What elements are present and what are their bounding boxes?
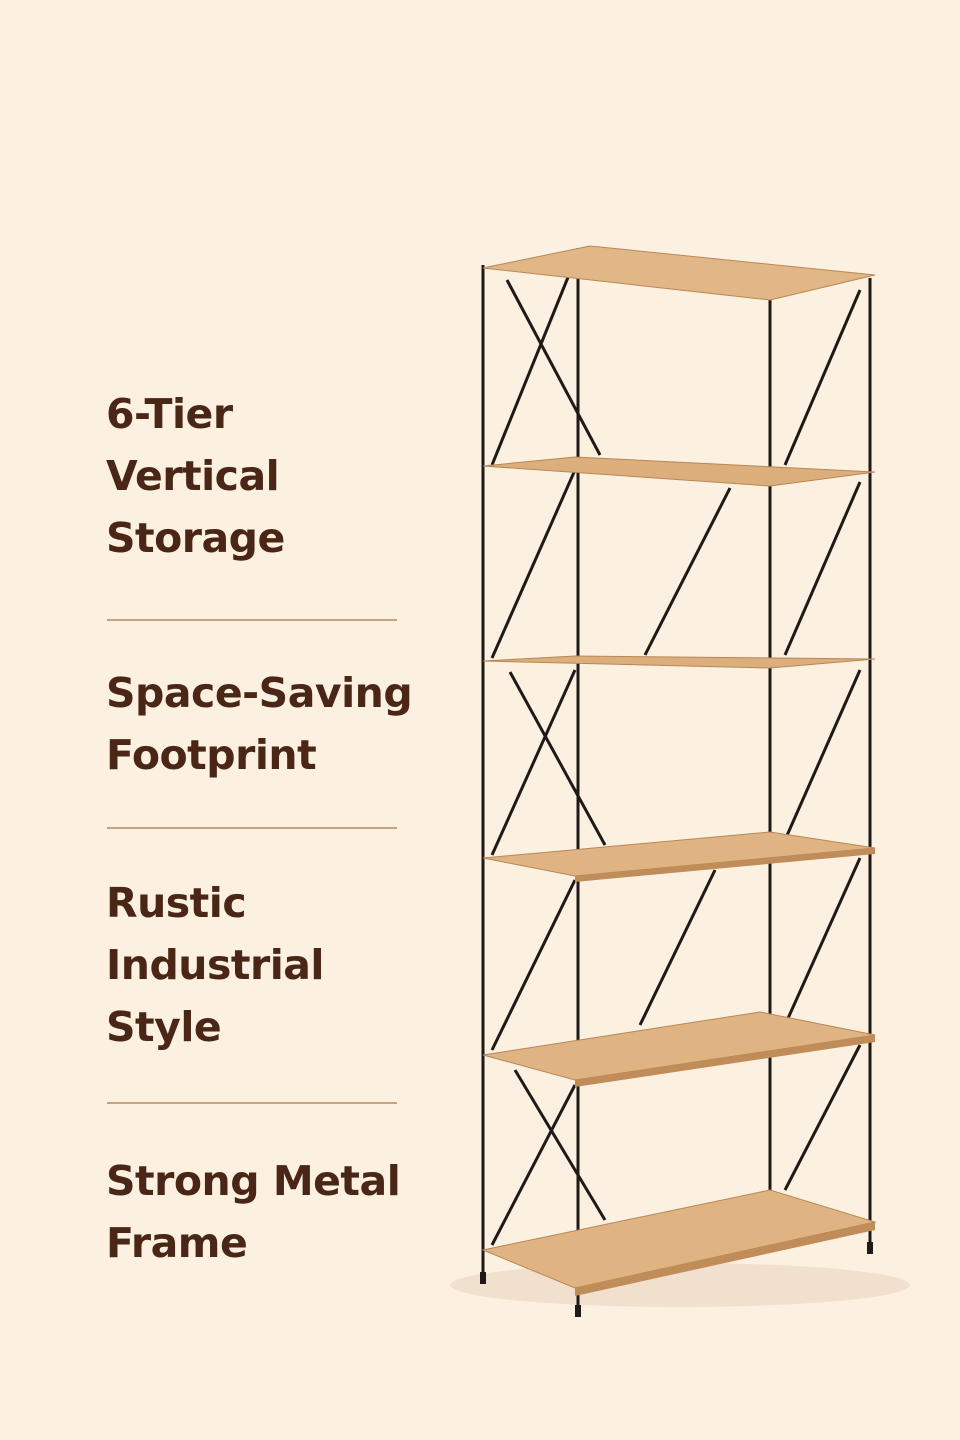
metal-frame <box>481 248 872 1315</box>
feature-line: Rustic <box>106 879 247 927</box>
divider <box>107 827 397 829</box>
divider <box>107 619 397 621</box>
feature-line: Space-Saving <box>106 669 413 717</box>
feature-line: Style <box>106 1003 222 1051</box>
feature-line: Storage <box>106 514 285 562</box>
shelves <box>481 245 877 1296</box>
feature-line: 6-Tier <box>106 390 233 438</box>
feature-line: Frame <box>106 1219 248 1267</box>
feature-line: Strong Metal <box>106 1157 401 1205</box>
divider <box>107 1102 397 1104</box>
feature-space-saving: Space-Saving Footprint <box>106 662 446 786</box>
feet <box>480 1242 873 1317</box>
feature-metal-frame: Strong Metal Frame <box>106 1150 446 1274</box>
feature-rustic-style: Rustic Industrial Style <box>106 872 446 1058</box>
shelf-1 <box>482 245 876 301</box>
feature-line: Vertical <box>106 452 280 500</box>
feature-6-tier: 6-Tier Vertical Storage <box>106 383 446 569</box>
shelf-3 <box>482 655 876 669</box>
feature-line: Footprint <box>106 731 317 779</box>
feature-line: Industrial <box>106 941 324 989</box>
shelf-2 <box>482 456 876 487</box>
